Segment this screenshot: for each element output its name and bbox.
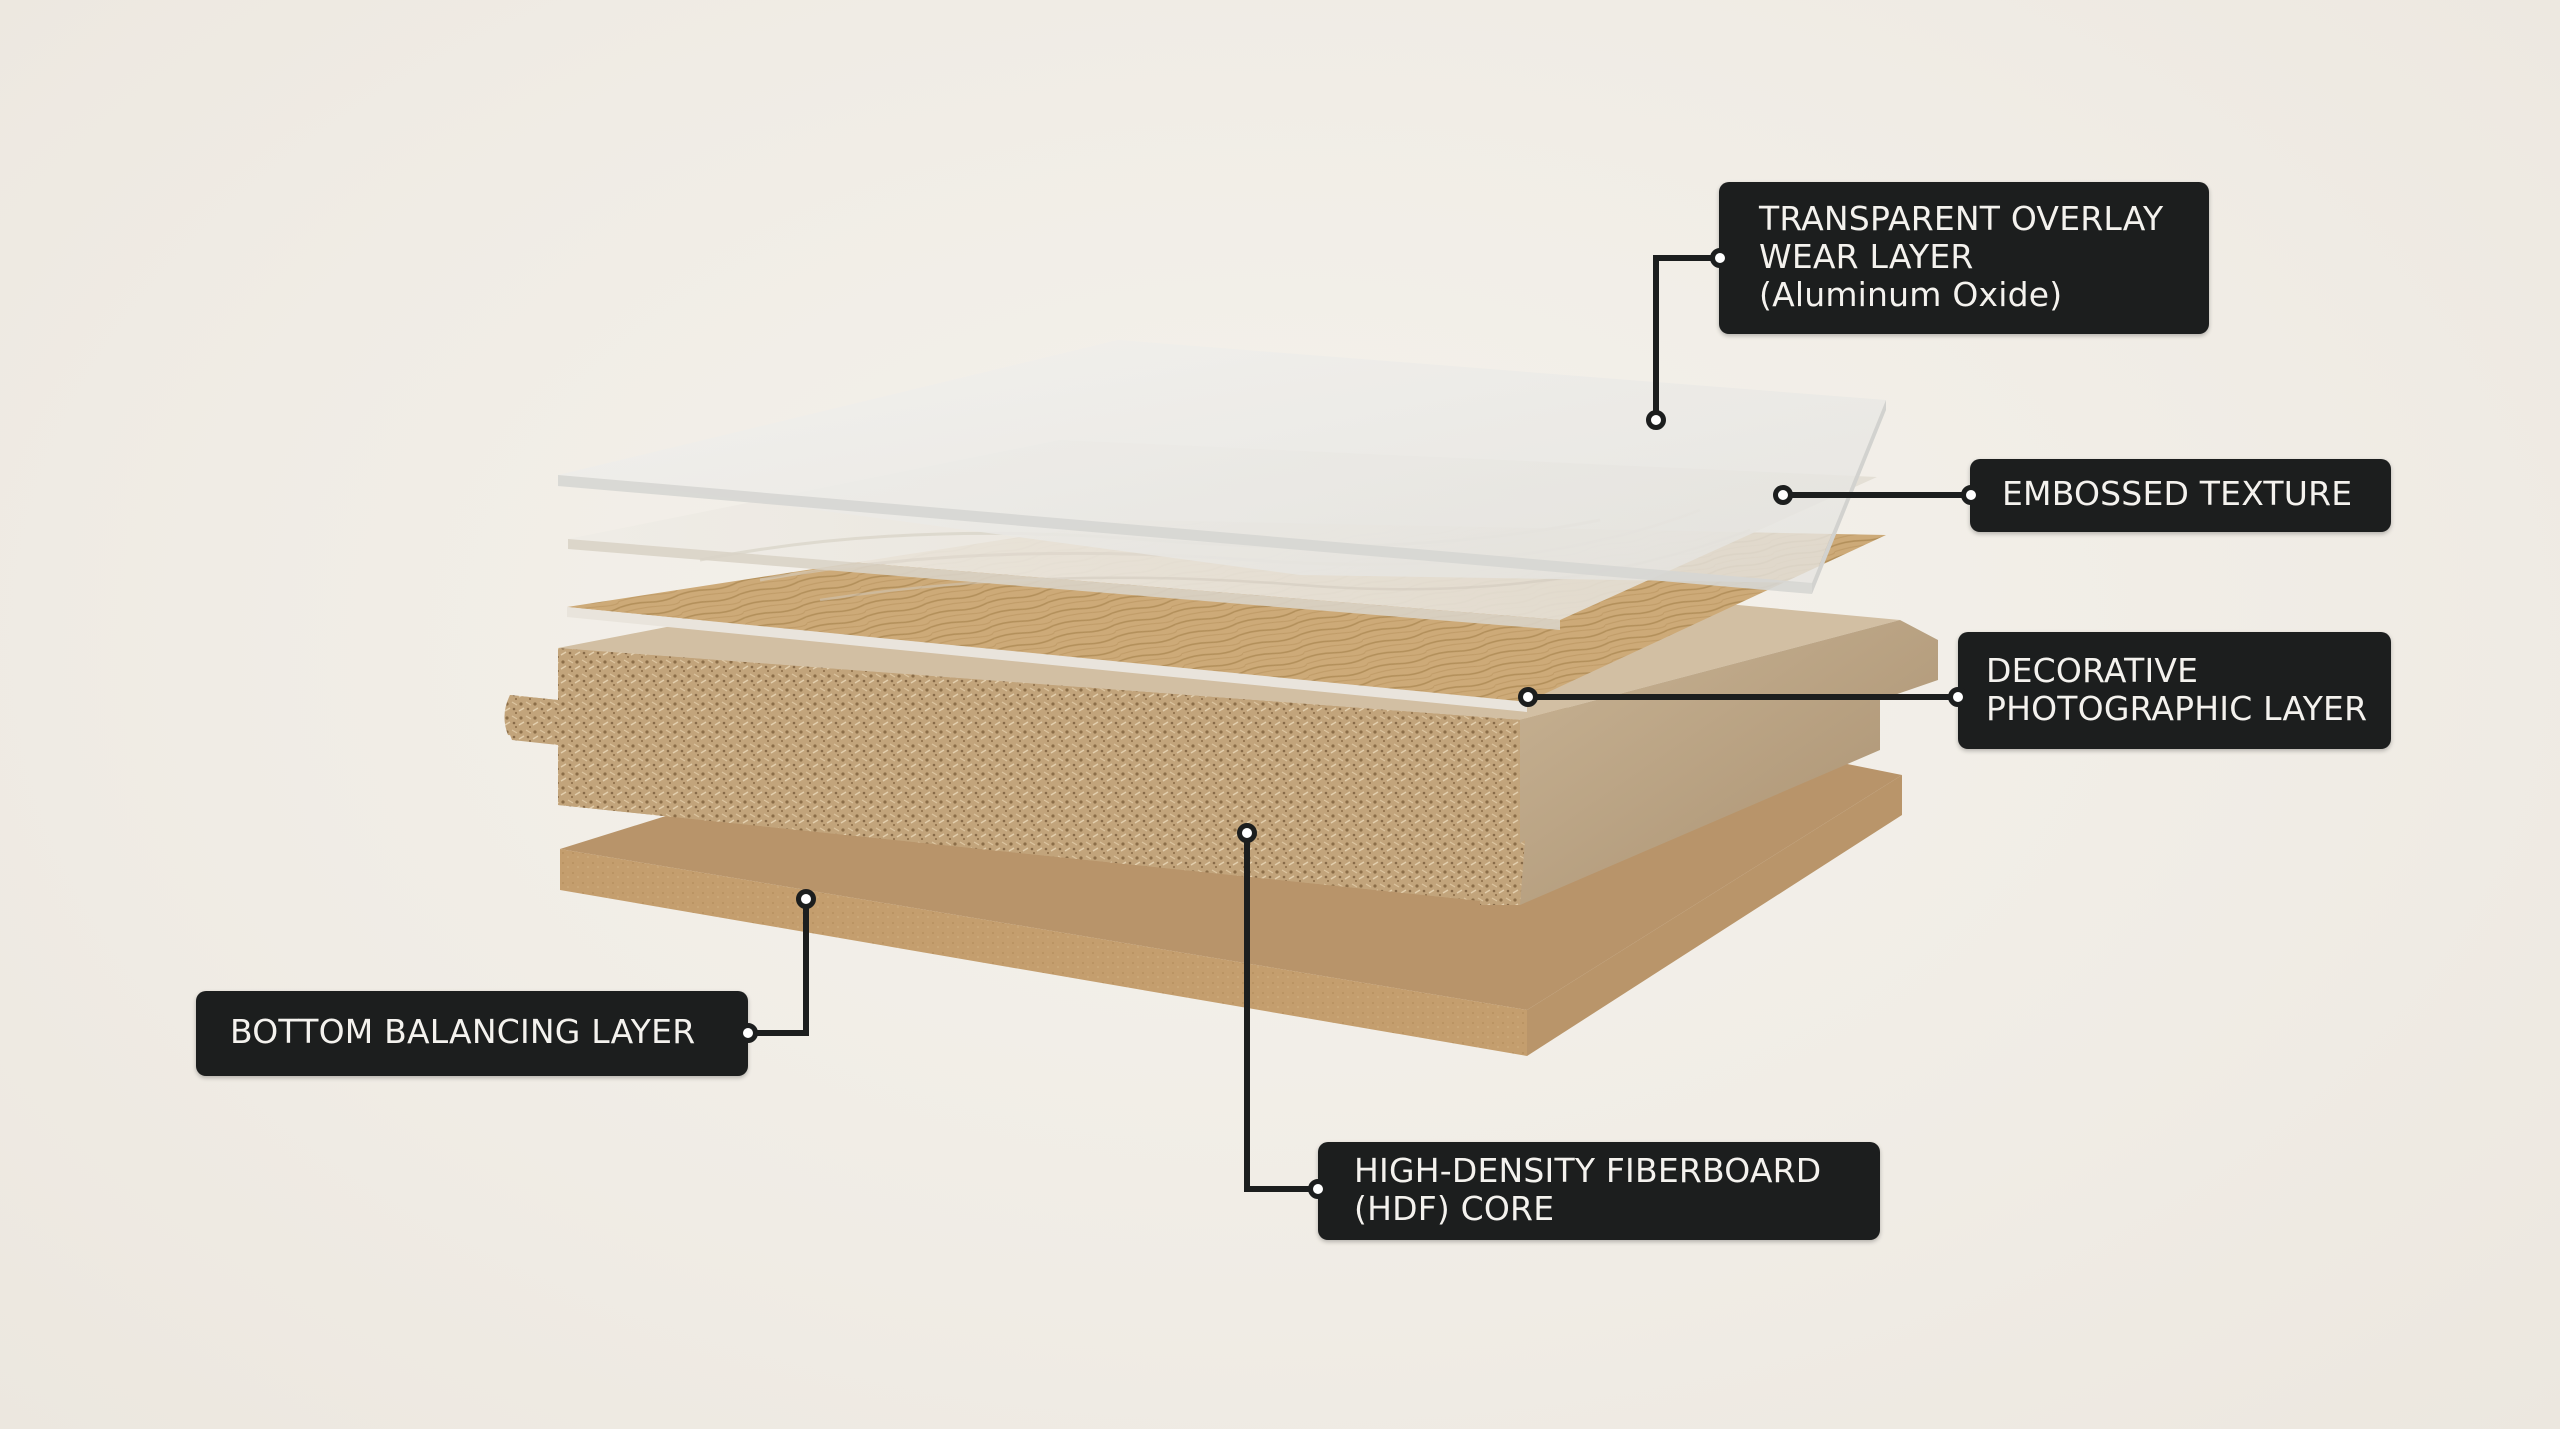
anchor-dot (1308, 1179, 1328, 1199)
callout-text-line: (HDF) CORE (1354, 1189, 1555, 1228)
anchor-dot (1948, 687, 1968, 707)
anchor-dot (1518, 687, 1538, 707)
wear-connector (1653, 255, 1718, 420)
anchor-dot (1773, 485, 1793, 505)
callout-text-line: WEAR LAYER (1759, 237, 1974, 276)
anchor-dot (796, 889, 816, 909)
anchor-dot (1646, 410, 1666, 430)
anchor-dot (1237, 823, 1257, 843)
connector-lines (748, 255, 1970, 1192)
anchor-dot (1961, 485, 1981, 505)
callout-text-line: TRANSPARENT OVERLAY (1759, 199, 2164, 238)
callout-decorative-layer: DECORATIVE PHOTOGRAPHIC LAYER (1958, 632, 2391, 749)
anchor-dot (1710, 248, 1730, 268)
callout-text-line: PHOTOGRAPHIC LAYER (1986, 689, 2368, 728)
callout-text-line: BOTTOM BALANCING LAYER (230, 1012, 696, 1051)
callout-bottom-balancing-layer: BOTTOM BALANCING LAYER (196, 991, 748, 1076)
callout-text-line: EMBOSSED TEXTURE (2002, 474, 2353, 513)
anchor-dot (738, 1023, 758, 1043)
callout-text-line: (Aluminum Oxide) (1759, 275, 2063, 314)
callout-text-line: DECORATIVE (1986, 651, 2199, 690)
callout-hdf-core: HIGH-DENSITY FIBERBOARD (HDF) CORE (1318, 1142, 1880, 1240)
callout-wear-layer: TRANSPARENT OVERLAY WEAR LAYER (Aluminum… (1719, 182, 2209, 334)
callout-text-line: HIGH-DENSITY FIBERBOARD (1354, 1151, 1822, 1190)
callout-embossed-texture: EMBOSSED TEXTURE (1970, 459, 2391, 532)
balancing-connector (748, 899, 809, 1036)
core-connector (1244, 833, 1318, 1192)
